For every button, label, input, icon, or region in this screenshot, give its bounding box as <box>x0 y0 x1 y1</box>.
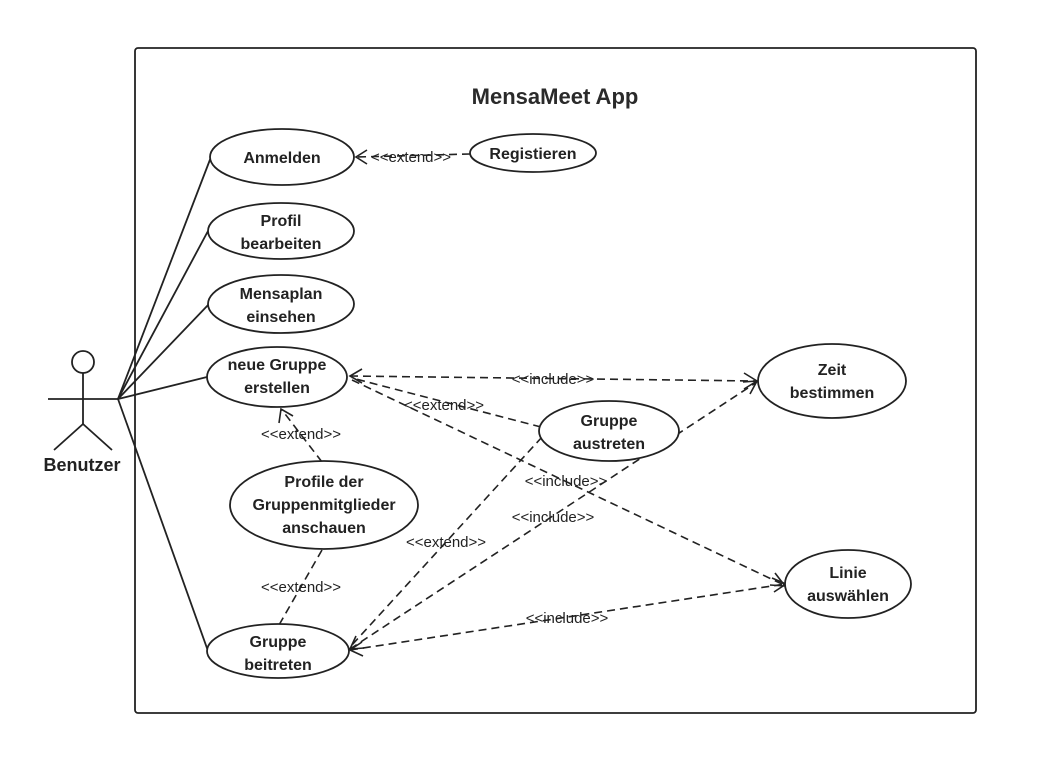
use-case-zeit-line1: Zeit <box>818 362 847 379</box>
use-case-profile-line1: Profile der <box>284 474 363 491</box>
use-case-anmelden-label: Anmelden <box>243 150 320 167</box>
include-beitreten-linie-line <box>349 583 786 651</box>
use-case-profile-line2: Gruppenmitglieder <box>252 497 395 514</box>
include-neue-zeit-label: <<include>> <box>512 371 595 388</box>
include-beitreten-zeit-line <box>349 381 758 650</box>
actor-label: Benutzer <box>43 455 120 475</box>
use-case-mensaplan-line1: Mensaplan <box>240 286 323 303</box>
actor-benutzer[interactable]: Benutzer <box>43 350 121 475</box>
relationships: <<extend>> <<include>> <<extend>> <<exte… <box>261 149 788 657</box>
include-beitreten-zeit-tail <box>348 635 365 650</box>
use-case-beitreten-line1: Gruppe <box>250 634 307 651</box>
include-beitreten-linie-label: <<include>> <box>526 610 609 627</box>
use-case-austreten-line1: Gruppe <box>581 413 638 430</box>
use-case-zeit-line2: bestimmen <box>790 385 874 402</box>
extend-austreten-neue-line <box>351 377 542 428</box>
include-neue-zeit-line <box>349 375 757 382</box>
assoc-neue-gruppe <box>117 376 208 400</box>
extend-profile-neue-arrow <box>278 407 294 424</box>
include-neue-linie-label: <<include>> <box>525 473 608 490</box>
associations <box>117 156 212 652</box>
actor-right-leg <box>82 423 113 451</box>
use-case-linie-line1: Linie <box>829 565 866 582</box>
use-case-profil-line1: Profil <box>261 213 302 230</box>
use-case-profile-line3: anschauen <box>282 520 366 537</box>
extend-austreten-neue-label: <<extend>> <box>404 397 484 414</box>
use-case-gruppe-austreten[interactable]: Gruppe austreten <box>538 400 680 462</box>
use-case-mensaplan-einsehen[interactable]: Mensaplan einsehen <box>207 274 355 334</box>
use-case-linie-line2: auswählen <box>807 588 889 605</box>
use-case-beitreten-line2: beitreten <box>244 657 312 674</box>
use-case-neue-gruppe-erstellen[interactable]: neue Gruppe erstellen <box>206 346 348 408</box>
use-case-registieren[interactable]: Registieren <box>469 133 597 173</box>
assoc-profil <box>117 230 209 400</box>
use-case-neue-gruppe-line2: erstellen <box>244 380 310 397</box>
assoc-anmelden <box>117 156 212 400</box>
use-case-anmelden[interactable]: Anmelden <box>209 128 355 186</box>
use-case-profile-gruppenmitglieder[interactable]: Profile der Gruppenmitglieder anschauen <box>229 460 419 550</box>
include-beitreten-linie-tail <box>348 641 364 657</box>
use-case-neue-gruppe-line1: neue Gruppe <box>228 357 327 374</box>
extend-profile-beitreten-line <box>278 549 323 626</box>
include-neue-zeit-tail <box>348 368 363 384</box>
use-case-linie-auswaehlen[interactable]: Linie auswählen <box>784 549 912 619</box>
extend-austreten-beitreten-line <box>350 436 543 647</box>
actor-left-leg <box>53 423 84 451</box>
assoc-mensaplan <box>117 303 210 400</box>
use-case-gruppe-beitreten[interactable]: Gruppe beitreten <box>206 623 350 679</box>
include-neue-linie-line <box>351 379 785 586</box>
extend-registieren-line <box>356 153 471 158</box>
use-case-profil-bearbeiten[interactable]: Profil bearbeiten <box>207 202 355 260</box>
use-case-zeit-bestimmen[interactable]: Zeit bestimmen <box>757 343 907 419</box>
assoc-gruppe-beitreten <box>117 398 209 652</box>
use-case-austreten-line2: austreten <box>573 436 645 453</box>
actor-head <box>71 350 95 374</box>
use-case-registieren-label: Registieren <box>489 146 576 163</box>
use-case-mensaplan-line2: einsehen <box>246 309 315 326</box>
extend-registieren-label: <<extend>> <box>371 149 451 166</box>
extend-profile-beitreten-label: <<extend>> <box>261 579 341 596</box>
extend-austreten-beitreten-label: <<extend>> <box>406 534 486 551</box>
include-beitreten-zeit-label: <<include>> <box>512 509 595 526</box>
extend-profile-neue-line <box>281 409 323 463</box>
include-beitreten-zeit-arrow <box>742 380 759 395</box>
system-title: MensaMeet App <box>472 84 639 109</box>
extend-registieren-arrow <box>354 149 368 165</box>
extend-profile-neue-label: <<extend>> <box>261 426 341 443</box>
use-case-profil-line2: bearbeiten <box>241 236 322 253</box>
